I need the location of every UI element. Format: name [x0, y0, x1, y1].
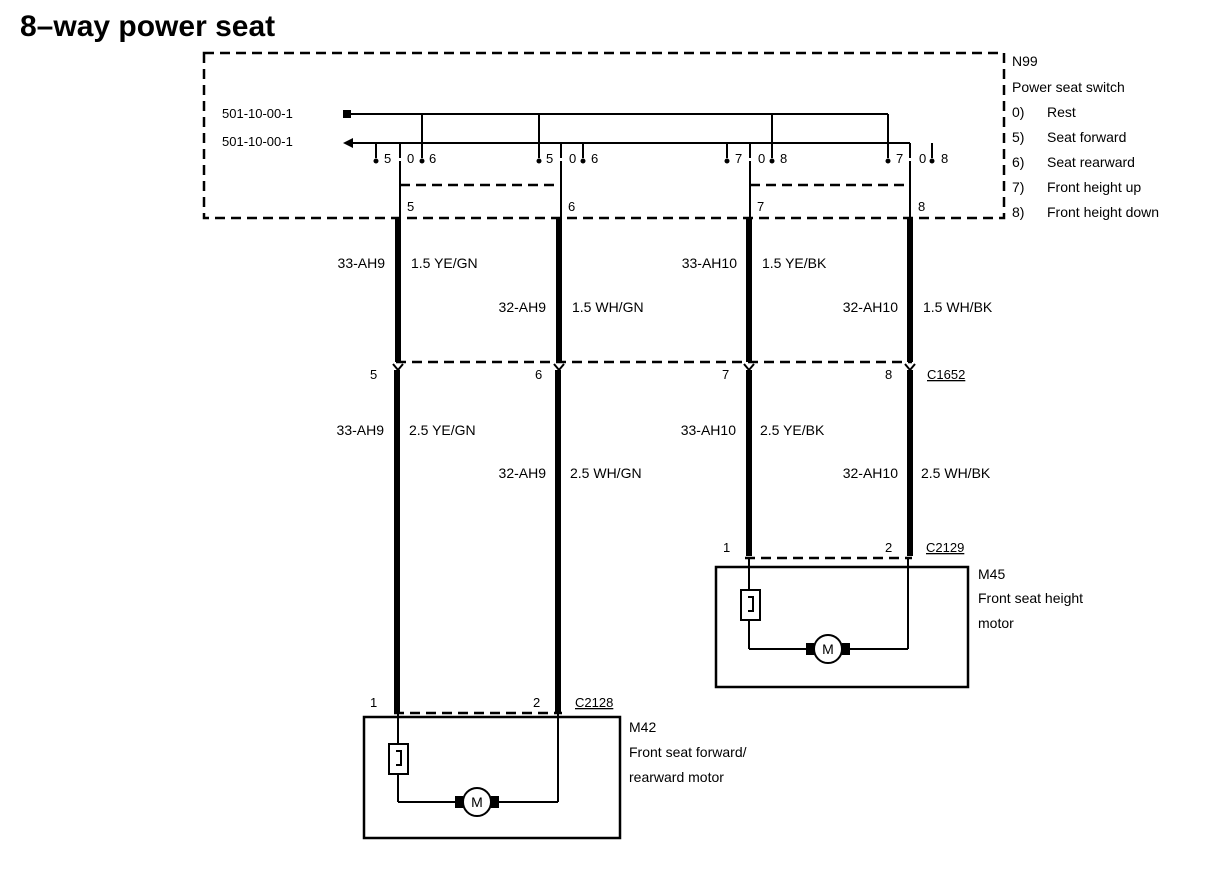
wire-circuit: 33-AH10: [682, 255, 737, 271]
motor-name: Front seat forward/: [629, 744, 747, 760]
wire-spec: 1.5 YE/BK: [762, 255, 827, 271]
contact-label: 0: [758, 151, 765, 166]
connector-pin: 7: [722, 367, 729, 382]
connector-pin: 6: [535, 367, 542, 382]
connector-pin: 2: [533, 695, 540, 710]
wire-spec: 1.5 YE/GN: [411, 255, 478, 271]
switch-name: Power seat switch: [1012, 79, 1125, 95]
contact-label: 6: [429, 151, 436, 166]
supply-reference-top: 501-10-00-1: [222, 106, 293, 121]
motor-name: Front seat height: [978, 590, 1083, 606]
position-label: Front height up: [1047, 179, 1141, 195]
wire-circuit: 33-AH9: [337, 422, 385, 438]
position-code: 5): [1012, 129, 1024, 145]
wire-circuit: 33-AH10: [681, 422, 736, 438]
contact-label: 8: [941, 151, 948, 166]
motor-id: M45: [978, 566, 1005, 582]
contact-label: 0: [569, 151, 576, 166]
switch-pin: 7: [757, 199, 764, 214]
contact-label: 7: [735, 151, 742, 166]
position-label: Front height down: [1047, 204, 1159, 220]
connector-pin: 2: [885, 540, 892, 555]
contact-label: 5: [384, 151, 391, 166]
position-label: Seat forward: [1047, 129, 1126, 145]
contact-label: 0: [919, 151, 926, 166]
position-code: 0): [1012, 104, 1024, 120]
thermal-breaker-icon: [388, 743, 409, 775]
switch-pin: 5: [407, 199, 414, 214]
position-legend: 0) Rest 5) Seat forward 6) Seat rearward…: [1012, 104, 1159, 220]
wire-spec: 2.5 YE/GN: [409, 422, 476, 438]
position-code: 8): [1012, 204, 1024, 220]
wire-spec: 2.5 YE/BK: [760, 422, 825, 438]
contact-label: 6: [591, 151, 598, 166]
forward-motor-circuit: M: [388, 713, 559, 817]
connector-id-c2128: C2128: [575, 695, 613, 710]
wire-circuit: 32-AH9: [499, 299, 547, 315]
contact-label: 7: [896, 151, 903, 166]
contact-label: 5: [546, 151, 553, 166]
connector-pin: 5: [370, 367, 377, 382]
wire-circuit: 32-AH9: [499, 465, 547, 481]
supply-reference-bottom: 501-10-00-1: [222, 134, 293, 149]
diagram-title: 8–way power seat: [20, 10, 275, 43]
power-seat-switch-enclosure: [202, 51, 1006, 220]
motor-id: M42: [629, 719, 656, 735]
wire-circuit: 33-AH9: [338, 255, 386, 271]
switch-contacts: 5 0 6 5 0 6 7 0 8 7 0 8: [384, 151, 948, 166]
height-motor-circuit: M: [740, 558, 909, 664]
motor-symbol: M: [822, 641, 834, 657]
connector-id-c1652: C1652: [927, 367, 965, 382]
motor-symbol: M: [471, 794, 483, 810]
switch-internal-buses: [343, 110, 935, 187]
position-label: Rest: [1047, 104, 1076, 120]
position-label: Seat rearward: [1047, 154, 1135, 170]
connector-id-c2129: C2129: [926, 540, 964, 555]
switch-pin: 8: [918, 199, 925, 214]
connector-c1652-pins: [392, 363, 916, 372]
switch-id: N99: [1012, 53, 1038, 69]
connector-pin: 1: [370, 695, 377, 710]
thermal-breaker-icon: [740, 589, 761, 621]
motor-name: rearward motor: [629, 769, 724, 785]
forward-motor-housing: [362, 715, 622, 840]
wire-spec: 2.5 WH/BK: [921, 465, 991, 481]
wire-circuit: 32-AH10: [843, 299, 898, 315]
motor-name: motor: [978, 615, 1014, 631]
wire-circuit: 32-AH10: [843, 465, 898, 481]
wire-spec: 1.5 WH/BK: [923, 299, 993, 315]
contact-label: 0: [407, 151, 414, 166]
connector-pin: 1: [723, 540, 730, 555]
position-code: 7): [1012, 179, 1024, 195]
connector-pin: 8: [885, 367, 892, 382]
height-motor-housing: [714, 565, 970, 689]
contact-label: 8: [780, 151, 787, 166]
switch-pin: 6: [568, 199, 575, 214]
wire-spec: 1.5 WH/GN: [572, 299, 644, 315]
position-code: 6): [1012, 154, 1024, 170]
wire-spec: 2.5 WH/GN: [570, 465, 642, 481]
